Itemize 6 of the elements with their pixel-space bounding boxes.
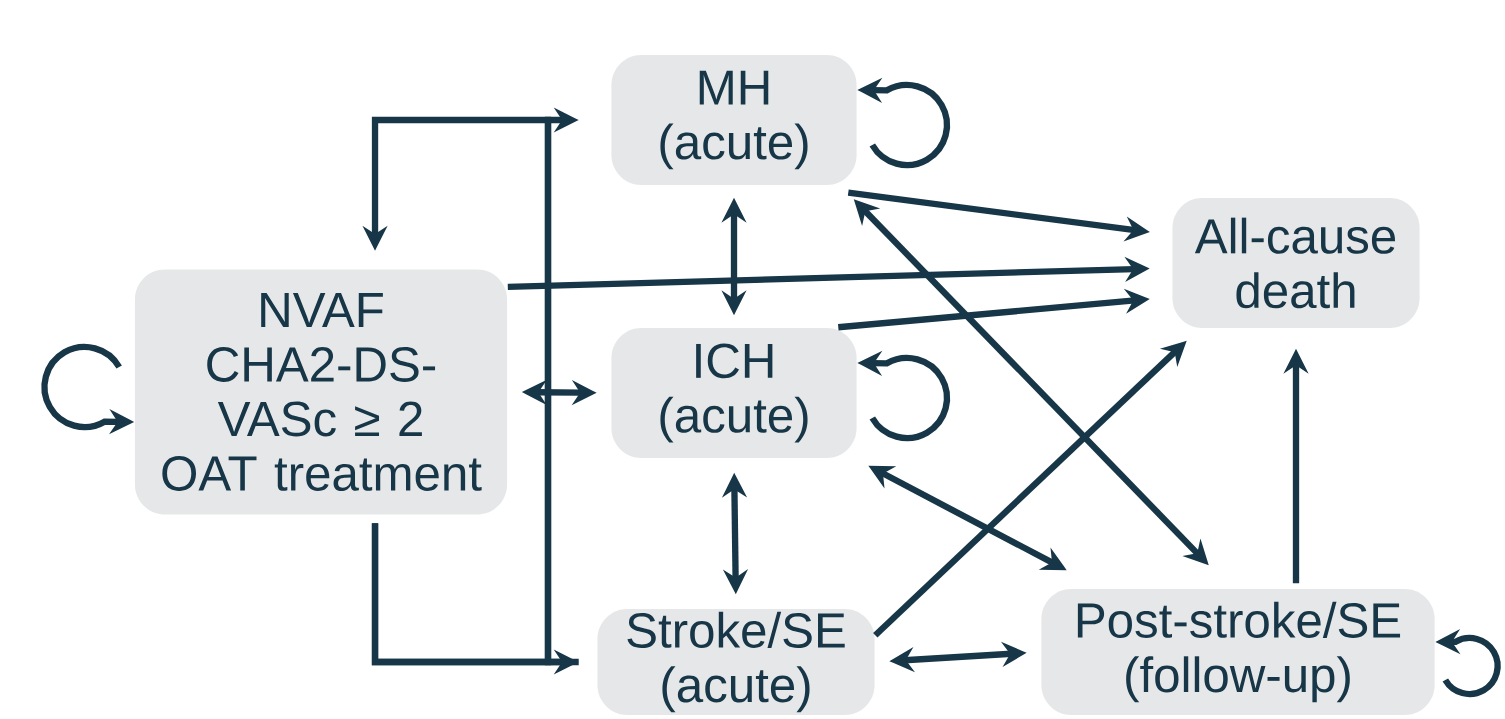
state-box: MH (acute) bbox=[611, 54, 857, 185]
state-box: Post-stroke/SE (follow-up) bbox=[1041, 588, 1435, 716]
state-box: ICH (acute) bbox=[611, 327, 857, 459]
state-box: All-cause death bbox=[1172, 197, 1420, 328]
state-box: NVAF CHA2-DS-VASc ≥ 2 OAT treatment bbox=[134, 269, 508, 515]
state-box: Stroke/SE (acute) bbox=[597, 608, 875, 715]
